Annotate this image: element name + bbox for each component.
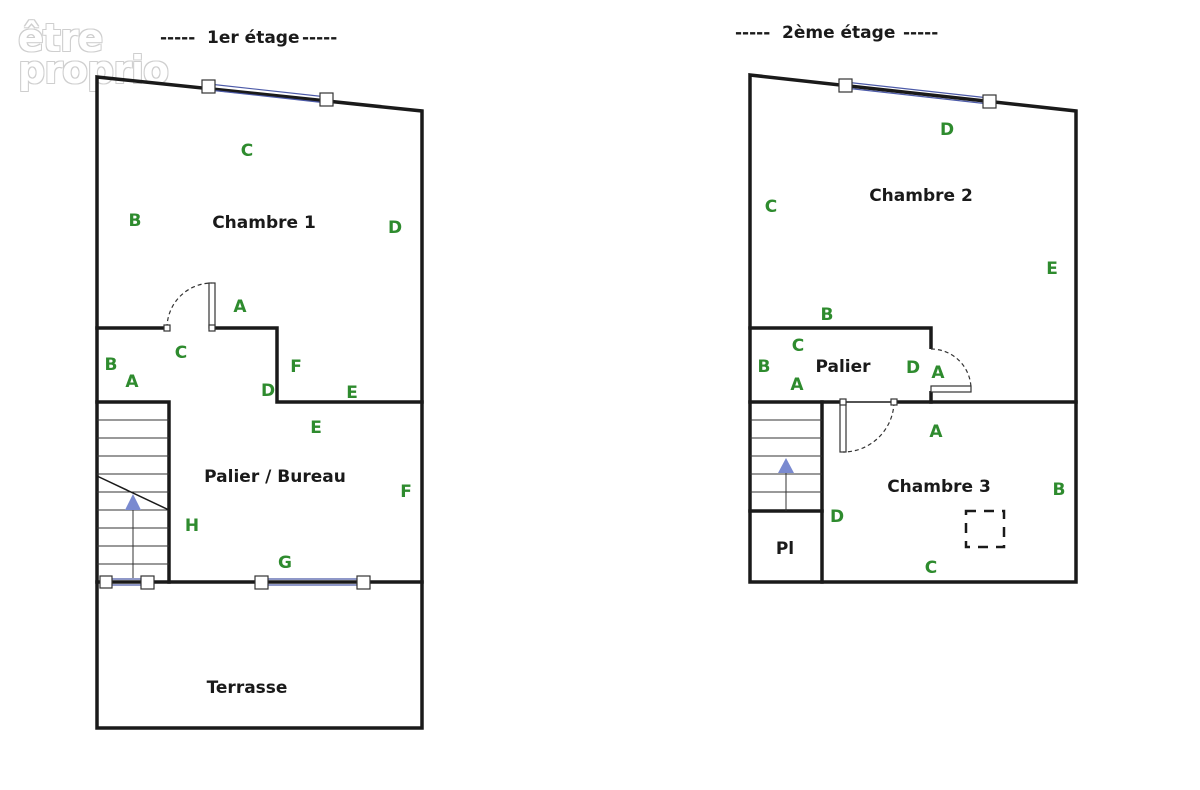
floor-1-door: [163, 282, 216, 332]
floor-1-wall-label: E: [346, 383, 358, 403]
floor-1-stair-wall: [95, 400, 171, 584]
floor-2-stair-arrow-icon: [778, 458, 794, 473]
floor-1: ----- 1er étage -----: [95, 28, 424, 730]
floor-2-title: 2ème étage: [782, 23, 895, 43]
floor-1-outer-wall: [95, 75, 424, 730]
floor-1-stair-arrow-icon: [125, 494, 141, 510]
floor-2-wall-label: B: [1053, 480, 1066, 500]
floor-2-wall-label: C: [765, 197, 777, 217]
floor-1-wall-label: C: [175, 343, 187, 363]
floor-1-wall-label: F: [290, 357, 302, 377]
floor-2-skylight: [964, 509, 1006, 549]
floor-1-stair-window: [99, 575, 155, 590]
floor-2-wall-label: C: [925, 558, 937, 578]
floor-1-wall-label: H: [185, 516, 199, 536]
room-terrasse: Terrasse: [207, 678, 288, 698]
floor-1-bureau-window: [254, 575, 371, 590]
floor-1-wall-label: D: [388, 218, 402, 238]
room-chambre-1: Chambre 1: [212, 213, 316, 233]
floor-2-wall-label: D: [830, 507, 844, 527]
room-pl: Pl: [776, 539, 794, 559]
floor-2-wall-label: E: [1046, 259, 1058, 279]
floor-2-chambre-3-door: [839, 398, 898, 453]
watermark-line-1: être: [18, 16, 103, 60]
floor-1-title-dashes-right: -----: [302, 28, 337, 48]
floor-1-wall-label: E: [310, 418, 322, 438]
floor-2-staircase: [750, 419, 822, 511]
room-chambre-3: Chambre 3: [887, 477, 991, 497]
floor-2-outer-wall: [748, 73, 1078, 584]
floor-2-wall-label: B: [821, 305, 834, 325]
floor-1-chambre-wall: [95, 326, 424, 404]
room-palier: Palier: [815, 357, 871, 377]
floor-2: ----- 2ème étage -----: [735, 23, 1078, 584]
floor-1-wall-label: F: [400, 482, 412, 502]
floor-1-wall-label: D: [261, 381, 275, 401]
floor-1-staircase: [96, 419, 170, 578]
floor-1-wall-label: A: [125, 372, 139, 392]
floor-1-wall-label: C: [241, 141, 253, 161]
floor-1-top-window: [201, 79, 334, 107]
floor-1-wall-label: A: [233, 297, 247, 317]
floor-2-wall-label: A: [929, 422, 943, 442]
floor-1-wall-label: B: [129, 211, 142, 231]
floor-2-wall-label: D: [940, 120, 954, 140]
floor-2-wall-label: A: [790, 375, 804, 395]
floor-2-top-window: [838, 78, 997, 109]
room-palier-bureau: Palier / Bureau: [204, 467, 346, 487]
floor-2-wall-label: C: [792, 336, 804, 356]
floor-1-title-dashes-left: -----: [160, 28, 195, 48]
floor-2-wall-label: D: [906, 358, 920, 378]
floor-1-title: 1er étage: [207, 28, 300, 48]
floor-2-title-dashes-left: -----: [735, 23, 770, 43]
floor-2-wall-label: A: [931, 363, 945, 383]
floor-2-palier-door: [928, 348, 972, 393]
watermark-logo: être proprio: [18, 16, 169, 89]
floor-1-wall-label: B: [105, 355, 118, 375]
room-chambre-2: Chambre 2: [869, 186, 973, 206]
floor-2-title-dashes-right: -----: [903, 23, 938, 43]
floor-1-wall-label: G: [278, 553, 292, 573]
floor-2-wall-label: B: [758, 357, 771, 377]
